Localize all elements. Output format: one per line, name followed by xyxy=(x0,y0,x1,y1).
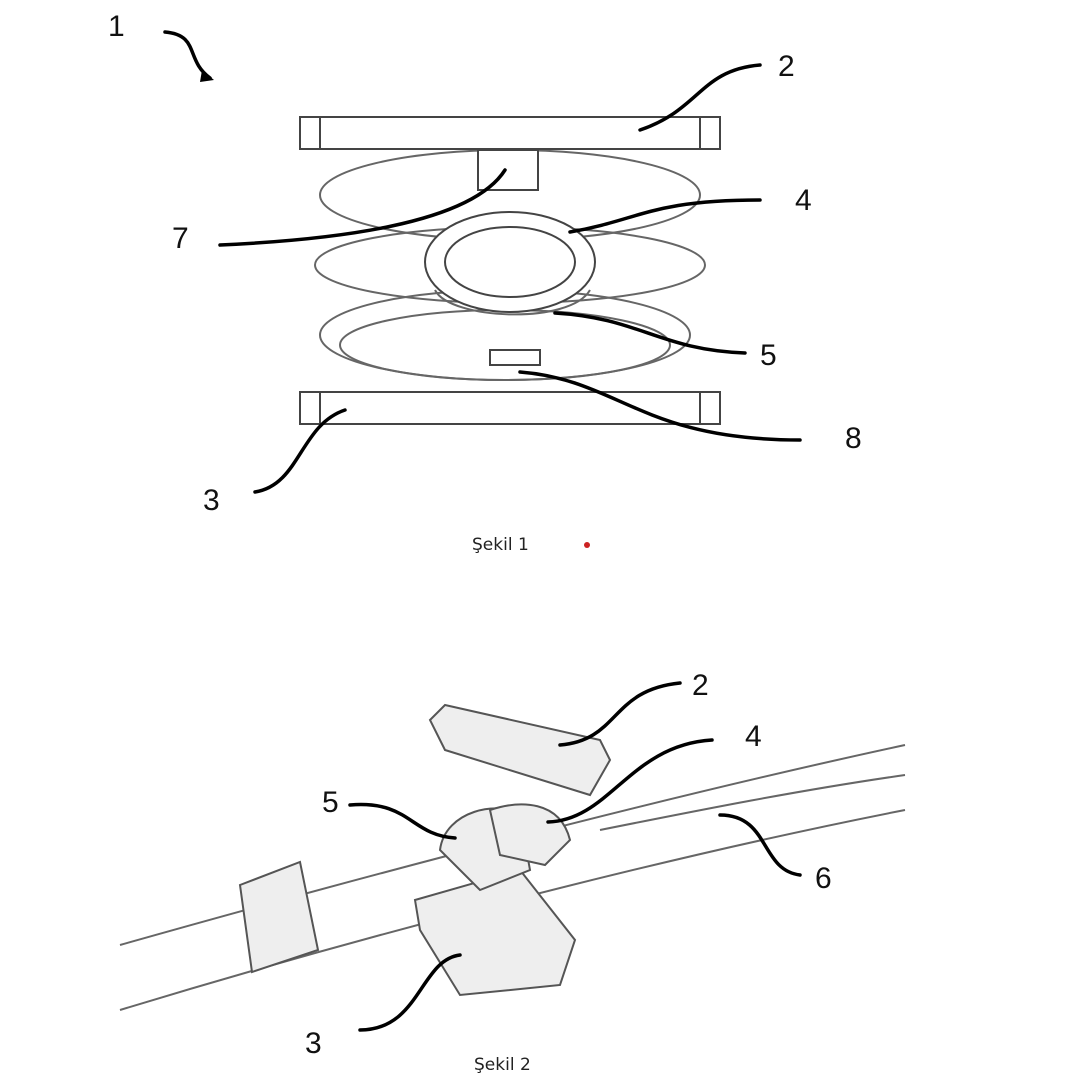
label-1: 1 xyxy=(108,10,125,43)
label-8: 8 xyxy=(845,422,862,455)
bottom-plate xyxy=(299,391,721,425)
label-5: 5 xyxy=(760,339,777,372)
lower-pin xyxy=(489,349,541,366)
label-5: 5 xyxy=(322,786,339,819)
upper-ring-inner xyxy=(444,226,576,298)
figure-2: 2 4 5 6 3 Şekil 2 xyxy=(119,669,906,1075)
label-2: 2 xyxy=(778,50,795,83)
figure-1: 1 2 7 4 5 8 3 Şekil 1 xyxy=(108,10,862,555)
label-2: 2 xyxy=(692,669,709,702)
top-plate xyxy=(299,116,721,150)
cable-clip xyxy=(238,860,320,974)
label-3: 3 xyxy=(203,484,220,517)
label-7: 7 xyxy=(172,222,189,255)
label-4: 4 xyxy=(745,720,762,753)
lower-ring xyxy=(434,289,591,316)
label-6: 6 xyxy=(815,862,832,895)
red-dot-marker xyxy=(584,542,590,548)
upper-pin xyxy=(477,149,539,191)
label-4: 4 xyxy=(795,184,812,217)
spring-coil-inner xyxy=(339,309,671,381)
arrow-head-icon xyxy=(200,70,214,82)
top-plate xyxy=(428,703,612,797)
figure-2-caption: Şekil 2 xyxy=(474,1055,531,1075)
bottom-plate xyxy=(413,868,577,997)
upper-ring xyxy=(488,803,572,867)
figure-1-caption: Şekil 1 xyxy=(472,535,529,555)
label-3: 3 xyxy=(305,1027,322,1060)
